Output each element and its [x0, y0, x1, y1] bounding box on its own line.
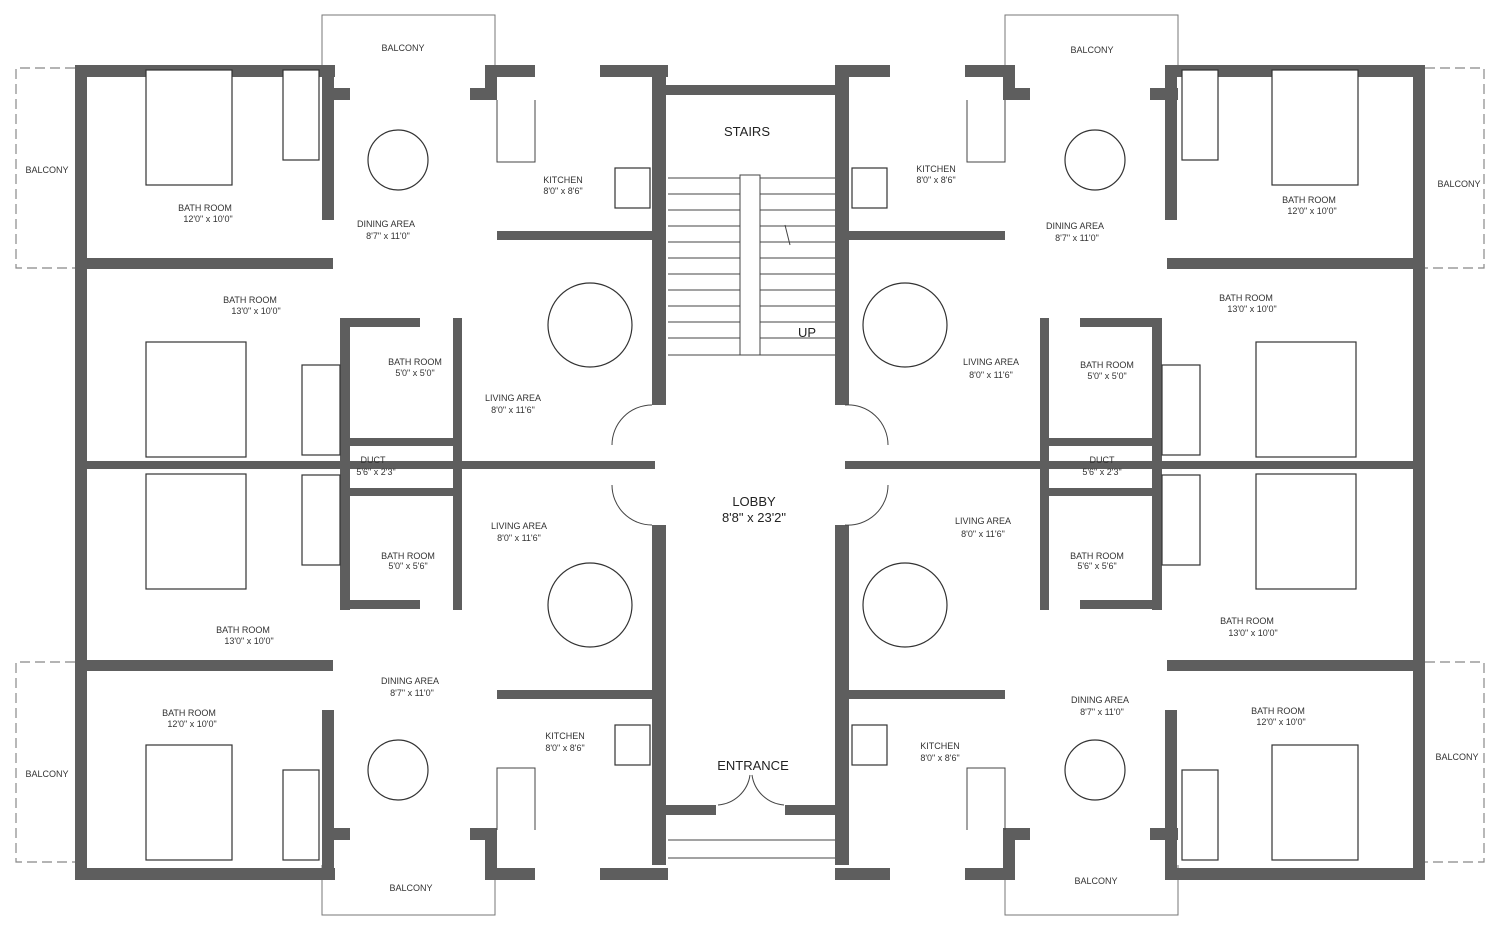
room-label: BATH ROOM — [162, 708, 216, 718]
bed — [1255, 341, 1357, 458]
bed — [145, 744, 233, 861]
room-dimensions: 5'0" x 5'0" — [395, 368, 434, 378]
room-dimensions: 8'0" x 8'6" — [545, 743, 584, 753]
room-dimensions: 8'7" x 11'0" — [366, 231, 410, 241]
bed — [145, 341, 247, 458]
room-label: DINING AREA — [357, 219, 415, 229]
room-dimensions: 8'0" x 11'6" — [961, 529, 1005, 539]
room-dimensions: 5'0" x 5'0" — [1087, 371, 1126, 381]
wardrobe — [282, 69, 320, 161]
room-label: LIVING AREA — [955, 516, 1011, 526]
rug — [862, 562, 948, 648]
room-label: LIVING AREA — [963, 357, 1019, 367]
duct-dimensions: 5'6" x 2'3" — [1082, 467, 1121, 477]
room-label: KITCHEN — [545, 731, 585, 741]
rug — [547, 282, 633, 368]
stairs-label: STAIRS — [724, 124, 770, 139]
stove — [614, 167, 651, 209]
stove — [851, 724, 888, 766]
room-label: DINING AREA — [1071, 695, 1129, 705]
wardrobe — [1161, 474, 1201, 566]
wardrobe — [1181, 769, 1219, 861]
duct-label: DUCT — [1090, 455, 1115, 465]
room-dimensions: 8'0" x 8'6" — [543, 186, 582, 196]
bed — [145, 473, 247, 590]
room-label: LIVING AREA — [491, 521, 547, 531]
dining-table — [367, 129, 429, 191]
balcony-label: BALCONY — [381, 43, 424, 53]
room-label: BATH ROOM — [1282, 195, 1336, 205]
room-dimensions: 8'7" x 11'0" — [1055, 233, 1099, 243]
room-dimensions: 8'7" x 11'0" — [390, 688, 434, 698]
dining-table — [1064, 739, 1126, 801]
room-dimensions: 5'6" x 5'6" — [1077, 561, 1116, 571]
bed — [1271, 744, 1359, 861]
up-label: UP — [798, 325, 816, 340]
room-labels: STAIRS UP LOBBY 8'8" x 23'2" ENTRANCE BA… — [25, 43, 1480, 893]
balcony-label: BALCONY — [25, 165, 68, 175]
room-label: DINING AREA — [381, 676, 439, 686]
room-label: BATH ROOM — [1080, 360, 1134, 370]
room-label: KITCHEN — [543, 175, 583, 185]
staircase — [668, 174, 835, 859]
room-label: KITCHEN — [920, 741, 960, 751]
dining-table — [1064, 129, 1126, 191]
room-dimensions: 8'0" x 8'6" — [920, 753, 959, 763]
balconies — [15, 14, 1485, 916]
room-dimensions: 8'7" x 11'0" — [1080, 707, 1124, 717]
room-dimensions: 12'0" x 10'0" — [183, 214, 232, 224]
balcony-label: BALCONY — [25, 769, 68, 779]
room-label: BATH ROOM — [381, 551, 435, 561]
room-dimensions: 8'0" x 11'6" — [497, 533, 541, 543]
room-dimensions: 12'0" x 10'0" — [167, 719, 216, 729]
room-label: KITCHEN — [916, 164, 956, 174]
rug — [862, 282, 948, 368]
room-label: BATH ROOM — [1070, 551, 1124, 561]
wardrobe — [1181, 69, 1219, 161]
room-label: LIVING AREA — [485, 393, 541, 403]
room-label: BATH ROOM — [216, 625, 270, 635]
wardrobe — [301, 364, 341, 456]
room-dimensions: 8'0" x 8'6" — [916, 175, 955, 185]
room-label: BATH ROOM — [1219, 293, 1273, 303]
room-label: BATH ROOM — [178, 203, 232, 213]
bed — [145, 69, 233, 186]
lobby-label: LOBBY — [732, 494, 776, 509]
balcony-label: BALCONY — [389, 883, 432, 893]
room-label: BATH ROOM — [388, 357, 442, 367]
bed — [1271, 69, 1359, 186]
balcony-label: BALCONY — [1437, 179, 1480, 189]
room-dimensions: 8'0" x 11'6" — [969, 370, 1013, 380]
lobby-dimensions: 8'8" x 23'2" — [722, 510, 786, 525]
room-label: BATH ROOM — [1220, 616, 1274, 626]
room-dimensions: 13'0" x 10'0" — [224, 636, 273, 646]
balcony-label: BALCONY — [1074, 876, 1117, 886]
balcony-label: BALCONY — [1435, 752, 1478, 762]
dining-table — [367, 739, 429, 801]
stove — [851, 167, 888, 209]
room-dimensions: 12'0" x 10'0" — [1287, 206, 1336, 216]
duct-dimensions: 5'6" x 2'3" — [356, 467, 395, 477]
room-label: BATH ROOM — [223, 295, 277, 305]
room-label: DINING AREA — [1046, 221, 1104, 231]
wardrobe — [301, 474, 341, 566]
wardrobe — [1161, 364, 1201, 456]
furniture — [145, 69, 1359, 861]
room-dimensions: 13'0" x 10'0" — [1227, 304, 1276, 314]
duct-label: DUCT — [361, 455, 386, 465]
room-dimensions: 8'0" x 11'6" — [491, 405, 535, 415]
stove — [614, 724, 651, 766]
entrance-label: ENTRANCE — [717, 758, 789, 773]
wardrobe — [282, 769, 320, 861]
room-dimensions: 12'0" x 10'0" — [1256, 717, 1305, 727]
balcony-label: BALCONY — [1070, 45, 1113, 55]
room-dimensions: 5'0" x 5'6" — [388, 561, 427, 571]
room-dimensions: 13'0" x 10'0" — [1228, 628, 1277, 638]
bed — [1255, 473, 1357, 590]
room-dimensions: 13'0" x 10'0" — [231, 306, 280, 316]
room-label: BATH ROOM — [1251, 706, 1305, 716]
rug — [547, 562, 633, 648]
